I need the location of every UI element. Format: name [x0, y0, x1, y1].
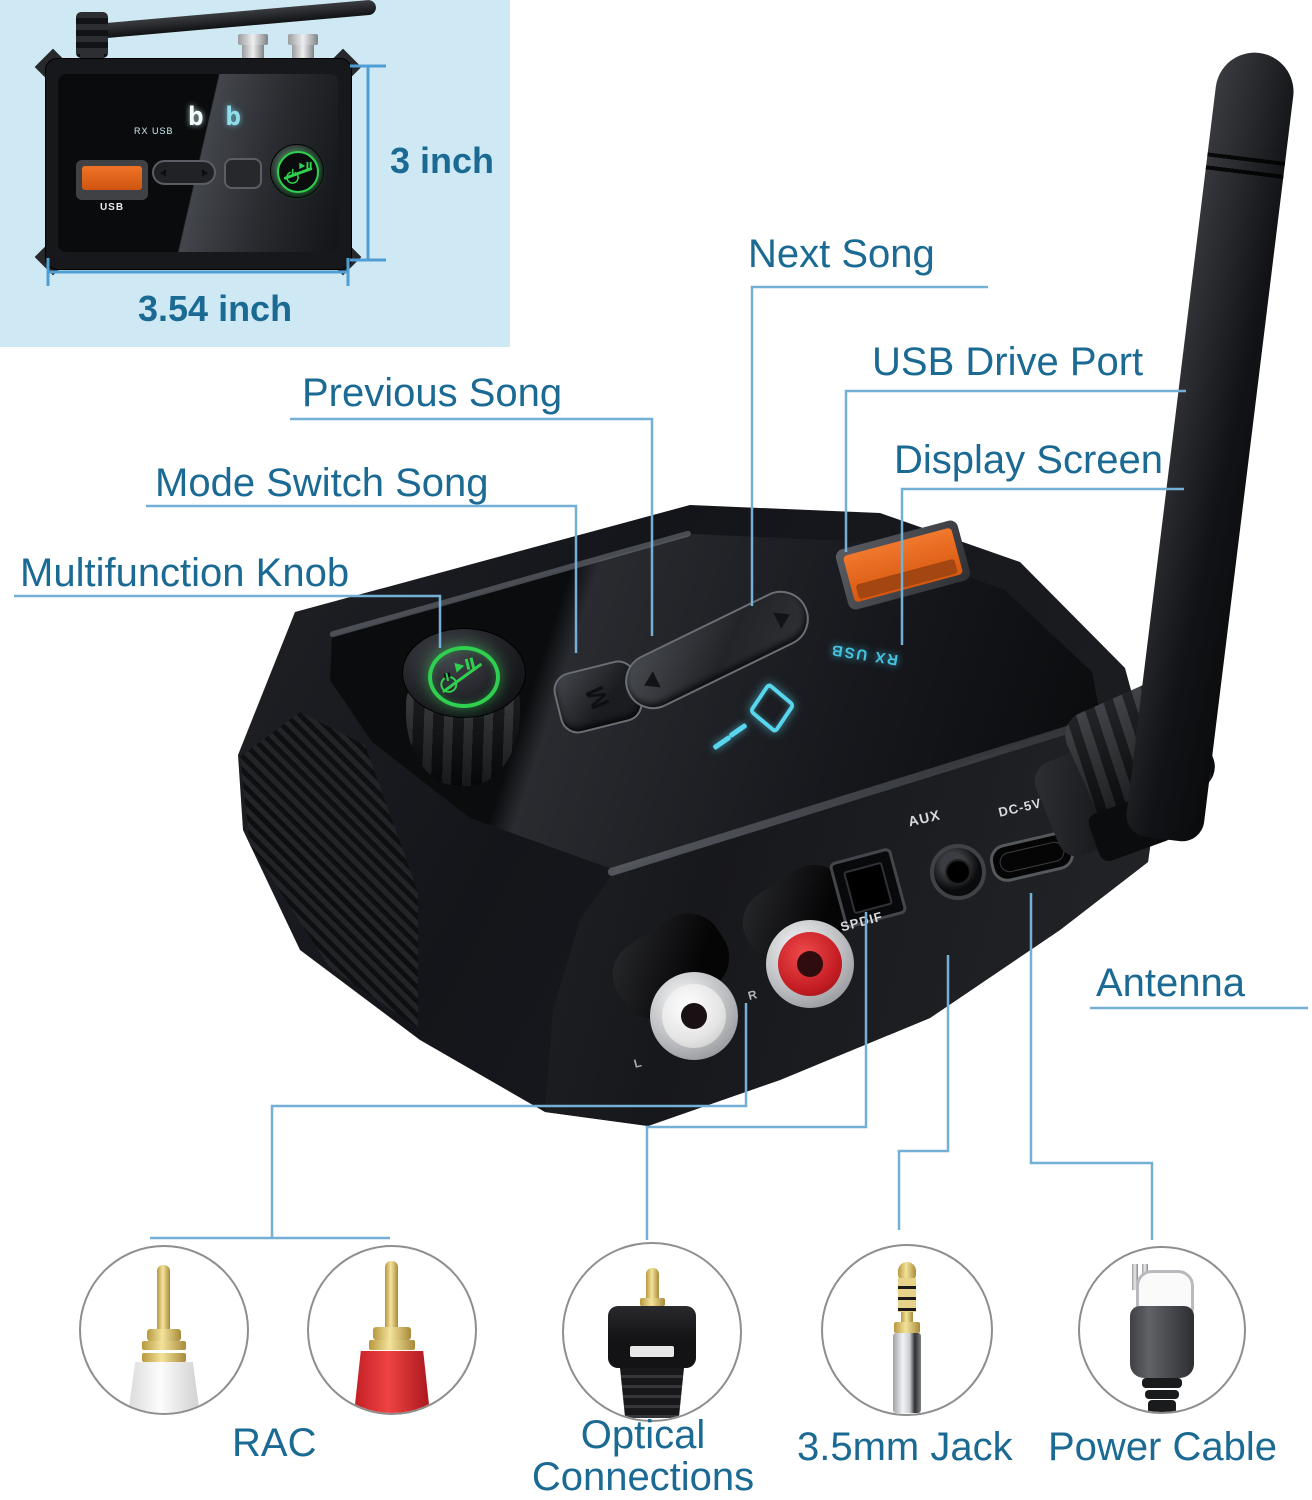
optical-plug	[562, 1242, 742, 1422]
rca-red-plug	[307, 1245, 477, 1415]
aux-jack-port	[930, 844, 986, 900]
inset-digit-left: b	[188, 102, 204, 132]
usbc-power-plug	[1078, 1246, 1246, 1414]
inset-rca-stub-cap	[238, 34, 268, 45]
inset-digit-right: b	[225, 102, 241, 132]
label-rca: RAC	[232, 1421, 317, 1465]
inset-usb-tongue	[82, 166, 142, 190]
jack-35mm-plug	[821, 1244, 993, 1416]
rca-red-jack	[766, 920, 854, 1008]
height-dimension-label: 3 inch	[390, 140, 495, 181]
inset-rocker-button	[152, 160, 216, 185]
width-dimension-label: 3.54 inch	[138, 288, 293, 329]
inset-rca-stub-cap	[288, 34, 318, 45]
callout-next-song: Next Song	[748, 232, 935, 276]
inset-antenna-hinge	[76, 12, 108, 58]
callout-multifunction-knob: Multifunction Knob	[20, 551, 350, 595]
inset-knob-green-ring	[277, 151, 319, 193]
callout-antenna: Antenna	[1096, 961, 1246, 1005]
inset-prev-arrow-icon	[160, 168, 166, 177]
inset-knob-button	[270, 144, 324, 198]
inset-display-mode-text: RX USB	[134, 126, 174, 136]
callout-mode-switch-song: Mode Switch Song	[155, 461, 489, 505]
callout-usb-drive-port: USB Drive Port	[872, 340, 1144, 384]
label-jack: 3.5mm Jack	[797, 1425, 1013, 1469]
inset-display-digits: b b	[188, 102, 241, 132]
knob-green-ring	[428, 646, 500, 708]
inset-next-arrow-icon	[202, 168, 208, 177]
callout-display-screen: Display Screen	[894, 438, 1164, 482]
label-power: Power Cable	[1048, 1425, 1278, 1469]
inset-play-pause-icon	[299, 161, 312, 170]
callout-previous-song: Previous Song	[302, 371, 563, 415]
inset-mode-button	[224, 158, 262, 189]
rca-white-plug	[79, 1245, 249, 1415]
inset-usb-label: USB	[99, 202, 125, 213]
label-optical: Optical Connections	[531, 1413, 755, 1499]
size-inset-panel: USB RX USB b b 3 inch 3.54 inch	[0, 0, 510, 347]
rca-white-jack	[650, 972, 738, 1060]
